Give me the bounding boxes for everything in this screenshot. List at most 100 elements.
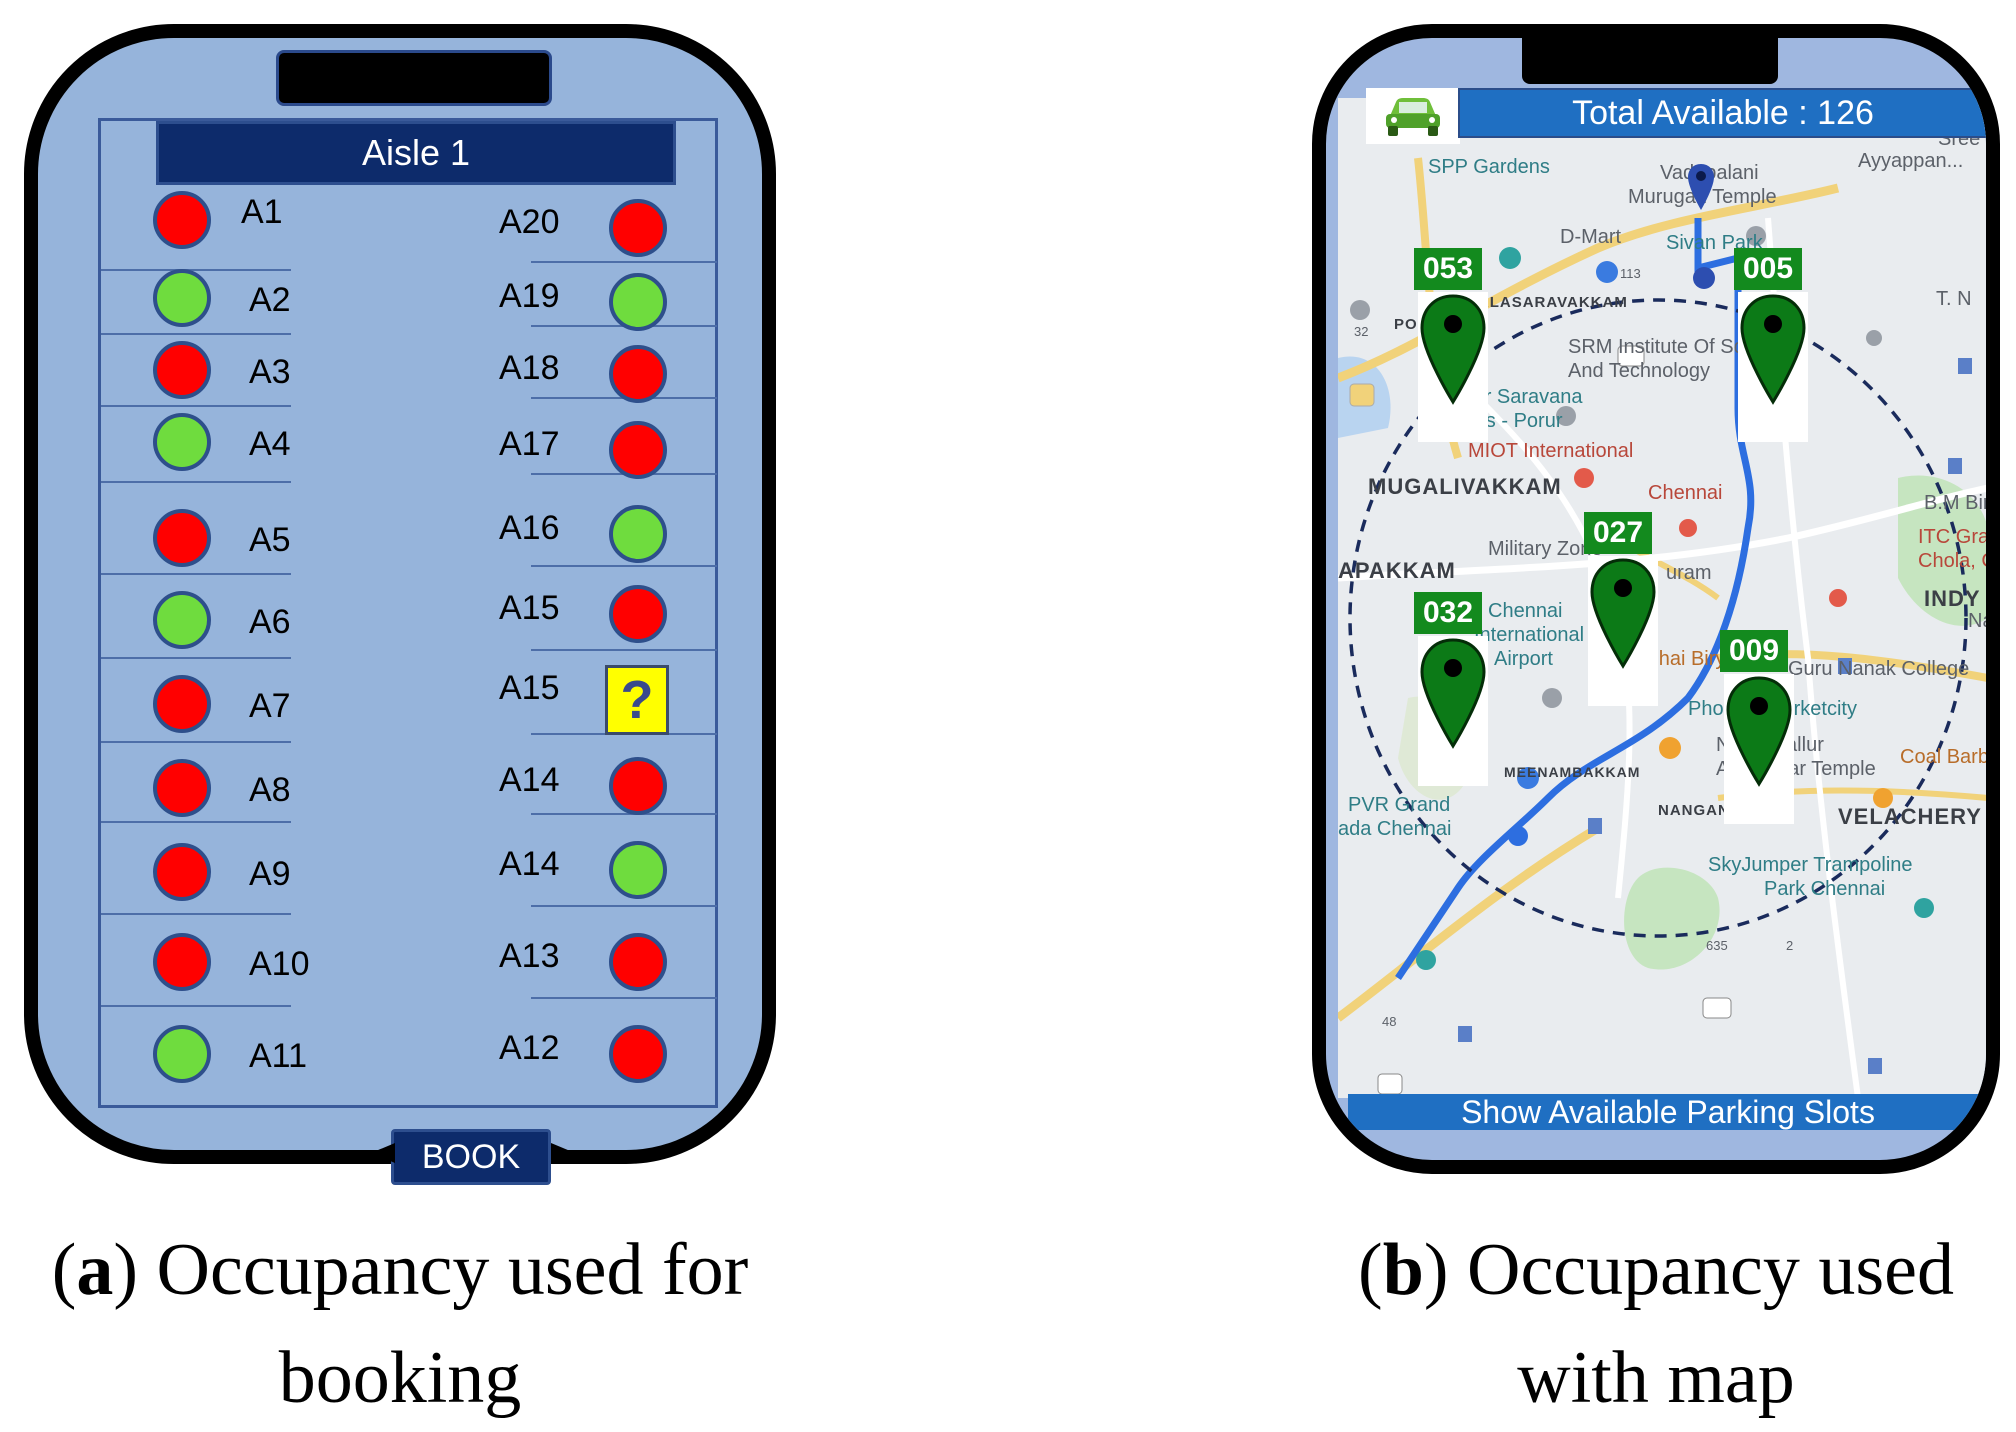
row-divider: [101, 913, 291, 915]
caption-letter: a: [76, 1229, 114, 1311]
parking-slot-occupied[interactable]: [153, 509, 211, 567]
place-label: ada Chennai: [1338, 818, 1452, 840]
parking-lot-pin[interactable]: 005: [1734, 248, 1808, 442]
aisle-title: Aisle 1: [156, 121, 676, 185]
caption-b: (b) Occupancy used with map: [1358, 1229, 1954, 1419]
parking-slot-free[interactable]: [153, 1025, 211, 1083]
map-pin-icon: [1420, 294, 1486, 405]
slot-label: A9: [249, 855, 291, 893]
slot-label: A20: [499, 203, 560, 241]
place-label: B.M Bir: [1924, 492, 1988, 514]
place-label: Ayyappan...: [1858, 150, 1964, 172]
parking-slot-free[interactable]: [153, 413, 211, 471]
location-pin-icon: [1688, 164, 1714, 210]
place-label: INDY: [1924, 586, 1981, 611]
place-label: SkyJumper Trampoline: [1708, 854, 1913, 876]
book-button[interactable]: BOOK: [391, 1129, 551, 1185]
map-pin-icon: [1726, 676, 1792, 787]
place-label: MEENAMBAKKAM: [1504, 764, 1641, 780]
slot-label: A4: [249, 425, 291, 463]
parking-slot-occupied[interactable]: [609, 345, 667, 403]
parking-slot-occupied[interactable]: [609, 421, 667, 479]
road-number: 32: [1354, 324, 1369, 339]
caption-text: Occupancy used: [1448, 1229, 1954, 1311]
row-divider: [531, 997, 717, 999]
row-divider: [101, 405, 291, 407]
parking-slot-occupied[interactable]: [153, 675, 211, 733]
parking-slot-occupied[interactable]: [153, 341, 211, 399]
row-divider: [101, 1005, 291, 1007]
place-label: ITC Grand: [1918, 526, 1986, 548]
parking-slot-free[interactable]: [609, 505, 667, 563]
map-pin-icon: [1590, 558, 1656, 669]
car-icon: [1386, 98, 1440, 136]
caption-text: booking: [278, 1337, 522, 1419]
total-available-banner: Total Available : 126: [1458, 88, 1986, 138]
parking-slot-occupied[interactable]: [609, 585, 667, 643]
place-label: PVR Grand: [1348, 794, 1451, 816]
row-divider: [531, 649, 717, 651]
slot-label: A13: [499, 937, 560, 975]
parking-slot-free[interactable]: [609, 841, 667, 899]
parking-slot-free[interactable]: [609, 273, 667, 331]
place-label: Park Chennai: [1764, 878, 1886, 900]
map-phone: SPP Gardens Vadapalani Murugan Temple Ay…: [1312, 24, 2000, 1174]
lot-available-count: 005: [1734, 248, 1802, 290]
caption-a: (a) Occupancy used for booking: [51, 1229, 749, 1419]
road-number: 113: [1620, 266, 1641, 281]
road-number: 2: [1786, 938, 1794, 953]
parking-slot-occupied[interactable]: [153, 759, 211, 817]
place-label: Coal Barbe: [1900, 746, 1988, 768]
slot-label: A14: [499, 761, 560, 799]
parking-slot-occupied[interactable]: [609, 1025, 667, 1083]
phone-notch: [1522, 38, 1778, 84]
place-label: And Technology: [1568, 360, 1710, 382]
caption-text: Occupancy used for: [138, 1229, 749, 1311]
lot-available-count: 027: [1584, 512, 1652, 554]
parking-slot-free[interactable]: [153, 269, 211, 327]
row-divider: [101, 657, 291, 659]
show-available-slots-button[interactable]: Show Available Parking Slots: [1348, 1094, 1986, 1130]
row-divider: [101, 741, 291, 743]
arrow-right-icon[interactable]: [551, 1143, 575, 1163]
place-label: VALASARAVAKKAM: [1468, 294, 1628, 311]
parking-lot-pin[interactable]: 053: [1414, 248, 1488, 442]
parking-slot-occupied[interactable]: [609, 757, 667, 815]
arrow-left-icon[interactable]: [371, 1143, 395, 1163]
parking-slot-free[interactable]: [153, 591, 211, 649]
row-divider: [531, 565, 717, 567]
parking-map[interactable]: SPP Gardens Vadapalani Murugan Temple Ay…: [1338, 98, 1988, 1098]
slot-label: A6: [249, 603, 291, 641]
row-divider: [101, 821, 291, 823]
place-label: D-Mart: [1560, 226, 1622, 248]
place-label: Airport: [1494, 648, 1553, 670]
parking-lot-pin[interactable]: 009: [1720, 630, 1794, 824]
slot-label: A12: [499, 1029, 560, 1067]
slot-label: A18: [499, 349, 560, 387]
place-label: APAKKAM: [1338, 558, 1456, 583]
parking-lot-pin[interactable]: 027: [1584, 512, 1658, 706]
slot-label: A11: [249, 1037, 307, 1075]
slot-label: A14: [499, 845, 560, 883]
slot-label: A3: [249, 353, 291, 391]
parking-slot-occupied[interactable]: [609, 199, 667, 257]
parking-slot-occupied[interactable]: [153, 933, 211, 991]
slot-label: A5: [249, 521, 291, 559]
slot-label: A10: [249, 945, 310, 983]
place-label: uram: [1666, 562, 1712, 584]
caption-text: with map: [1517, 1337, 1795, 1419]
road-number: 635: [1706, 938, 1728, 953]
parking-slot-occupied[interactable]: [153, 843, 211, 901]
place-label: Chennai: [1488, 600, 1563, 622]
parking-lot-pin[interactable]: 032: [1414, 592, 1488, 786]
road-number: 48: [1382, 1014, 1397, 1029]
slot-label: A15: [499, 669, 560, 707]
row-divider: [531, 905, 717, 907]
unknown-slot-icon[interactable]: ?: [605, 665, 669, 735]
slot-label: A19: [499, 277, 560, 315]
parking-slot-occupied[interactable]: [609, 933, 667, 991]
slot-label: A16: [499, 509, 560, 547]
parking-slot-occupied[interactable]: [153, 191, 211, 249]
slot-label: A1: [241, 193, 283, 231]
lot-available-count: 053: [1414, 248, 1482, 290]
